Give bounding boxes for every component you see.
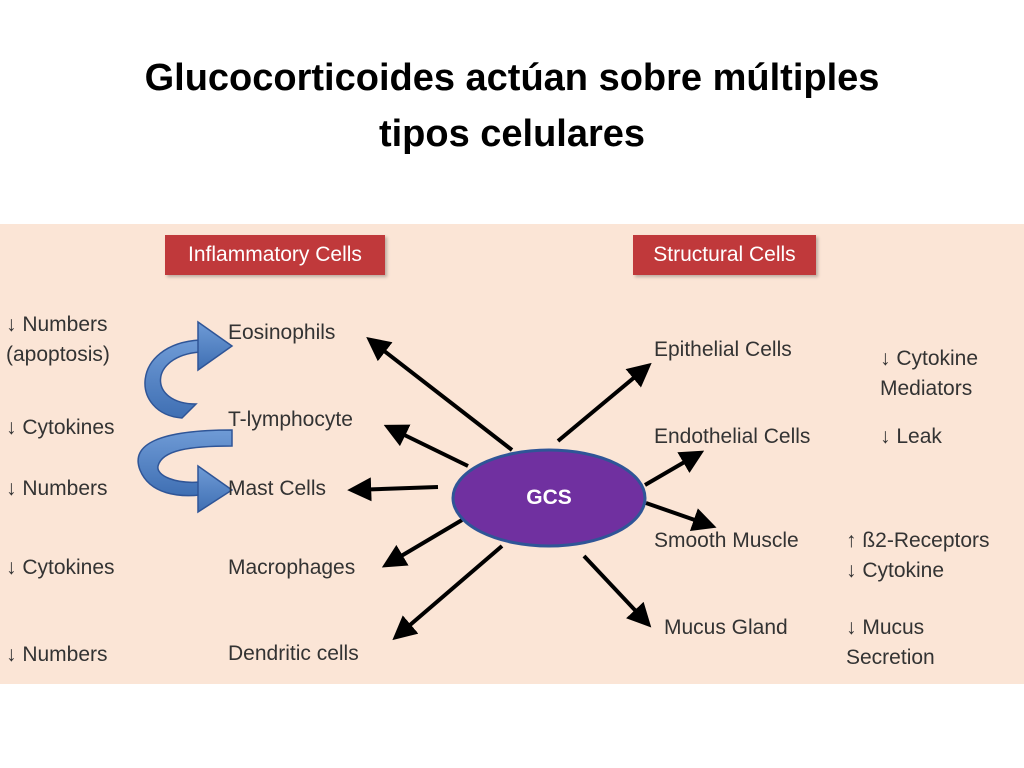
cell-epithelial-cells: Epithelial Cells xyxy=(654,338,792,361)
arrow-to-eosinophils xyxy=(366,337,514,452)
effect-line: ↓ Numbers xyxy=(6,477,108,500)
effect-line: ↓ Mucus xyxy=(846,616,925,639)
effect-line: ↓ Cytokine xyxy=(846,559,945,582)
arrow-to-dendritic-cells xyxy=(392,544,504,641)
effect-t-lymphocyte: ↓ Cytokines xyxy=(6,413,115,443)
arrow-to-t-lymphocyte xyxy=(383,424,469,468)
cell-eosinophils: Eosinophils xyxy=(228,321,336,344)
cell-dendritic-cells: Dendritic cells xyxy=(228,642,359,665)
effect-line: ↓ Cytokines xyxy=(6,556,115,579)
gcs-hub xyxy=(451,448,647,548)
effect-mucus-gland: ↓ Mucus Secretion xyxy=(846,613,935,673)
effect-dendritic-cells: ↓ Numbers xyxy=(6,640,108,670)
page-title-line-1: Glucocorticoides actúan sobre múltiples xyxy=(144,57,880,99)
curved-arrow-mast-cells xyxy=(137,429,234,514)
page-title-line-2: tipos celulares xyxy=(378,113,646,155)
effect-smooth-muscle: ↑ ß2-Receptors ↓ Cytokine xyxy=(846,526,990,586)
arrow-to-mast-cells xyxy=(347,477,439,502)
cell-mucus-gland: Mucus Gland xyxy=(664,616,788,639)
arrow-to-macrophages xyxy=(381,518,464,568)
effect-line: ↓ Cytokines xyxy=(6,416,115,439)
inflammatory-cells-header: Inflammatory Cells xyxy=(165,235,385,275)
arrow-to-epithelial-cells xyxy=(556,362,652,443)
effect-endothelial-cells: ↓ Leak xyxy=(880,422,942,452)
effect-line: (apoptosis) xyxy=(6,343,110,366)
effect-line: ↓ Cytokine xyxy=(880,347,979,370)
effect-epithelial-cells: ↓ Cytokine Mediators xyxy=(880,344,978,404)
curved-arrow-eosinophils xyxy=(144,320,234,419)
effect-line: ↑ ß2-Receptors xyxy=(846,529,990,552)
structural-cells-header: Structural Cells xyxy=(633,235,816,275)
arrow-to-smooth-muscle xyxy=(645,501,717,532)
effect-macrophages: ↓ Cytokines xyxy=(6,553,115,583)
cell-mast-cells: Mast Cells xyxy=(228,477,327,500)
cell-smooth-muscle: Smooth Muscle xyxy=(654,529,799,552)
effect-line: Mediators xyxy=(880,377,973,400)
effect-line: Secretion xyxy=(846,646,935,669)
effect-line: ↓ Leak xyxy=(880,425,942,448)
page-title: Glucocorticoides actúan sobre múltiples … xyxy=(0,50,1024,162)
cell-endothelial-cells: Endothelial Cells xyxy=(654,425,811,448)
effect-mast-cells: ↓ Numbers xyxy=(6,474,108,504)
cell-t-lymphocyte: T-lymphocyte xyxy=(228,408,353,431)
arrow-to-mucus-gland xyxy=(582,554,652,628)
effect-eosinophils: ↓ Numbers (apoptosis) xyxy=(6,310,110,370)
effect-line: ↓ Numbers xyxy=(6,313,108,336)
cell-macrophages: Macrophages xyxy=(228,556,356,579)
gcs-hub-label: GCS xyxy=(526,486,572,509)
effect-line: ↓ Numbers xyxy=(6,643,108,666)
arrow-to-endothelial-cells xyxy=(643,450,705,487)
